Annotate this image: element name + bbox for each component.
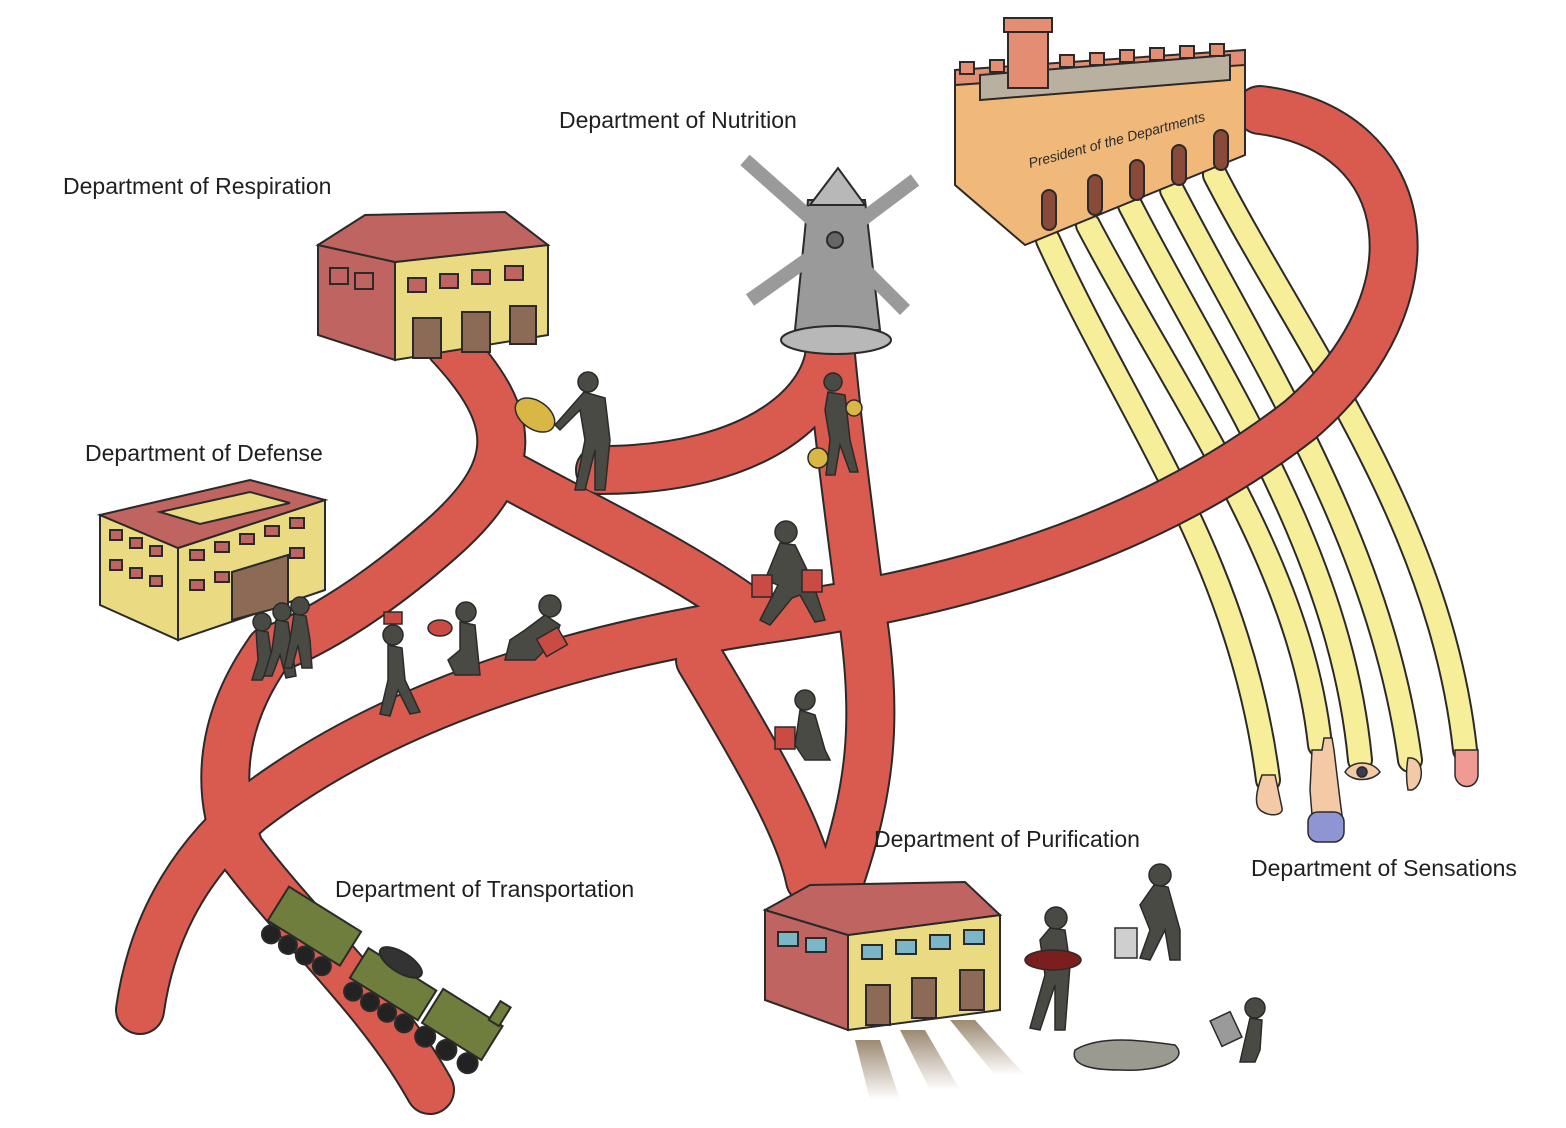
nutrition-windmill (740, 154, 920, 355)
kneeling-worker (774, 689, 832, 761)
transportation-label: Department of Transportation (335, 876, 635, 902)
bellows-worker (514, 371, 611, 491)
defense-building (96, 478, 329, 642)
connector-road (477, 447, 783, 643)
hand-icon (1309, 737, 1343, 816)
nutrition-branch-road (577, 322, 853, 493)
purification-road (677, 637, 833, 903)
purification-workers (1024, 863, 1266, 1071)
sleeve (1307, 811, 1345, 843)
transport-train (260, 885, 513, 1075)
ear-icon (1405, 757, 1422, 791)
nutrition-label: Department of Nutrition (559, 107, 797, 133)
road-workers (379, 594, 569, 717)
purification-label: Department of Purification (874, 826, 1140, 852)
nose-icon (1255, 774, 1283, 816)
respiration-road (247, 322, 525, 673)
tongue-icon (1454, 749, 1479, 788)
worker-figures (250, 371, 1266, 1071)
sack-carrier (807, 372, 863, 476)
bucket-carrier (751, 520, 826, 626)
nerve-hearing (1161, 179, 1421, 771)
nerve-taste (1204, 164, 1476, 761)
respiration-building (315, 210, 551, 362)
sense-organs (1255, 737, 1479, 843)
purification-building (762, 880, 1025, 1100)
sensations-label: Department of Sensations (1251, 855, 1517, 881)
president-castle: President of the Departments (954, 17, 1246, 247)
soldiers (250, 596, 313, 681)
respiration-label: Department of Respiration (63, 173, 332, 199)
defense-label: Department of Defense (85, 440, 323, 466)
